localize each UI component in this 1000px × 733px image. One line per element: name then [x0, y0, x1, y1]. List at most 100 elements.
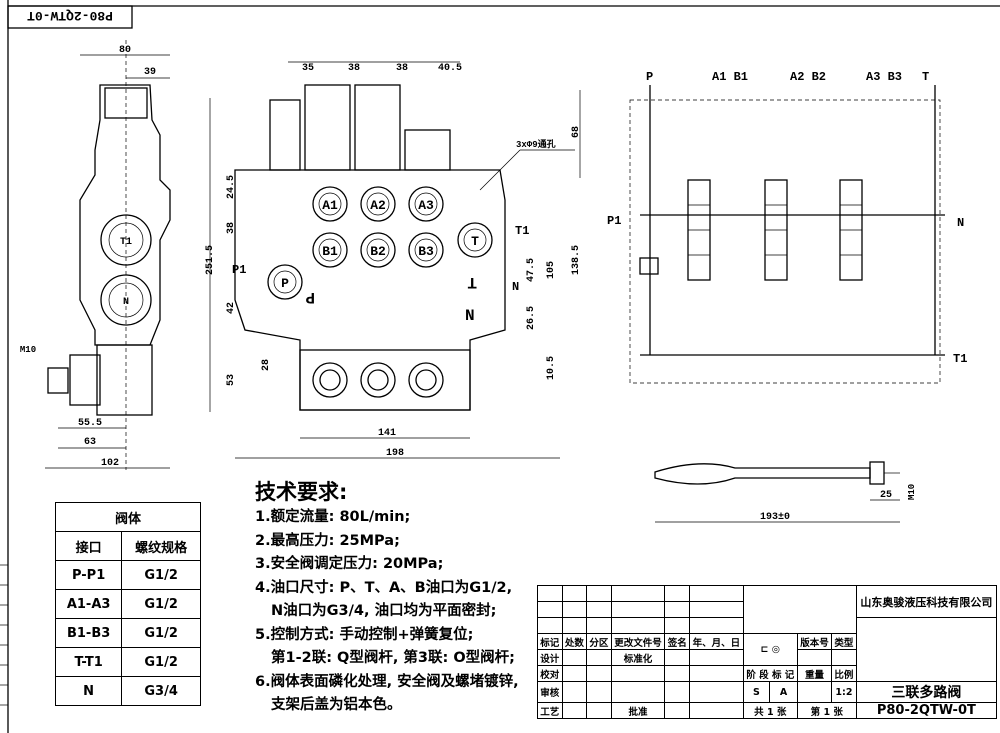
dim: 38 — [348, 63, 360, 74]
dim: 63 — [84, 437, 96, 448]
dim: 24.5 — [226, 175, 237, 199]
port-label-n: N — [512, 280, 519, 294]
cell: 处数 — [561, 633, 588, 650]
dim: 80 — [119, 45, 131, 56]
cell: G1/2 — [121, 589, 201, 619]
requirement-line: 第1-2联: Q型阀杆, 第3联: O型阀杆; — [271, 650, 515, 666]
cast-label: P — [305, 288, 315, 306]
plug-circle — [415, 369, 437, 391]
cast-label: T — [467, 273, 477, 291]
cell: 审核 — [537, 681, 563, 703]
cell: 分区 — [586, 633, 612, 650]
dim: 55.5 — [78, 418, 102, 429]
cell: 签名 — [664, 633, 690, 650]
cell: A1-A3 — [54, 589, 123, 619]
dim: 193±0 — [760, 512, 790, 523]
port-circle — [366, 238, 390, 262]
port-circle — [318, 238, 342, 262]
port-label: B1 — [322, 244, 338, 259]
cell: 更改文件号 — [610, 633, 666, 650]
port-label-p1: P1 — [232, 263, 246, 277]
plug-circle — [408, 362, 444, 398]
dim: M10 — [20, 345, 36, 355]
cell: T-T1 — [54, 647, 123, 677]
dim: M10 — [907, 484, 917, 500]
dim: 10.5 — [546, 356, 557, 380]
requirement-line: N油口为G3/4, 油口均为平面密封; — [271, 603, 497, 619]
cell: P-P1 — [54, 560, 123, 590]
port-label: B3 — [418, 244, 434, 259]
header-cell: 螺纹规格 — [121, 531, 201, 561]
cell: S — [742, 681, 771, 703]
dim: 141 — [378, 428, 396, 439]
schematic-label: P1 — [607, 214, 621, 228]
dim: 25 — [880, 490, 892, 501]
schematic-label: A1 B1 — [712, 70, 748, 84]
cell: B1-B3 — [54, 618, 123, 648]
left-scale-ticks — [0, 564, 8, 706]
hole-note: 3xΦ9通孔 — [516, 138, 556, 150]
cell: 阶 段 标 记 — [742, 665, 798, 682]
cell: G1/2 — [121, 618, 201, 648]
dim: 38 — [396, 63, 408, 74]
port-circle — [414, 192, 438, 216]
company-name: 山东奥骏液压科技有限公司 — [855, 585, 998, 618]
port-label: T — [471, 234, 479, 249]
port-circle — [408, 186, 444, 222]
requirement-line: 支架后盖为铝本色。 — [271, 697, 402, 713]
cast-label: N — [465, 307, 475, 325]
port-circle — [360, 232, 396, 268]
drawing-stamp: P80-2QTW-0T — [27, 8, 113, 23]
requirement-line: 6.阀体表面磷化处理, 安全阀及螺堵镀锌, — [255, 673, 519, 690]
dim: 105 — [546, 261, 557, 279]
schematic-label: T — [922, 70, 929, 84]
cell: 校对 — [537, 665, 563, 682]
dim: 26.5 — [526, 306, 537, 330]
schematic-label: A3 B3 — [866, 70, 902, 84]
port-label: A3 — [418, 198, 434, 213]
port-circle — [408, 232, 444, 268]
cell: 1:2 — [831, 681, 857, 703]
stamp-box — [7, 5, 133, 29]
side-view: T1 N 80 39 M10 55.5 63 102 — [20, 40, 171, 470]
requirements-title: 技术要求: — [255, 480, 348, 504]
cell: 版本号 — [796, 633, 833, 650]
schematic-label: P — [646, 70, 653, 84]
table-title: 阀体 — [55, 502, 201, 532]
plug-circle — [312, 362, 348, 398]
dim: 102 — [101, 458, 119, 469]
projection-symbol-icon: ⊏ ◎ — [742, 633, 798, 666]
hydraulic-schematic: P A1 B1 A2 B2 A3 B3 T P1 N T1 — [607, 70, 967, 384]
requirement-line: 4.油口尺寸: P、T、A、B油口为G1/2, — [255, 579, 513, 596]
port-label: A1 — [322, 198, 338, 213]
cell: 年、月、日 — [688, 633, 744, 650]
dim: 198 — [386, 448, 404, 459]
drawing-name: 三联多路阀 — [855, 681, 998, 703]
requirement-line: 2.最高压力: 25MPa; — [255, 532, 400, 549]
cell: 标记 — [537, 633, 563, 650]
schematic-label: T1 — [953, 352, 967, 366]
port-circle — [463, 228, 487, 252]
plug-circle — [319, 369, 341, 391]
requirement-line: 3.安全阀调定压力: 20MPa; — [255, 556, 444, 572]
dim: 138.5 — [571, 245, 582, 275]
port-circle — [360, 186, 396, 222]
port-circle — [414, 238, 438, 262]
cell: 重量 — [796, 665, 833, 682]
dim: 53 — [226, 374, 237, 386]
requirement-line: 1.额定流量: 80L/min; — [255, 509, 411, 525]
plug-circle — [367, 369, 389, 391]
schematic-label: N — [957, 216, 964, 230]
schematic-label: A2 B2 — [790, 70, 826, 84]
port-circle — [457, 222, 493, 258]
port-label: B2 — [370, 244, 386, 259]
dim: 42 — [226, 302, 237, 314]
cell: G1/2 — [121, 647, 201, 677]
port-circle — [366, 192, 390, 216]
cell: 设计 — [537, 649, 563, 666]
